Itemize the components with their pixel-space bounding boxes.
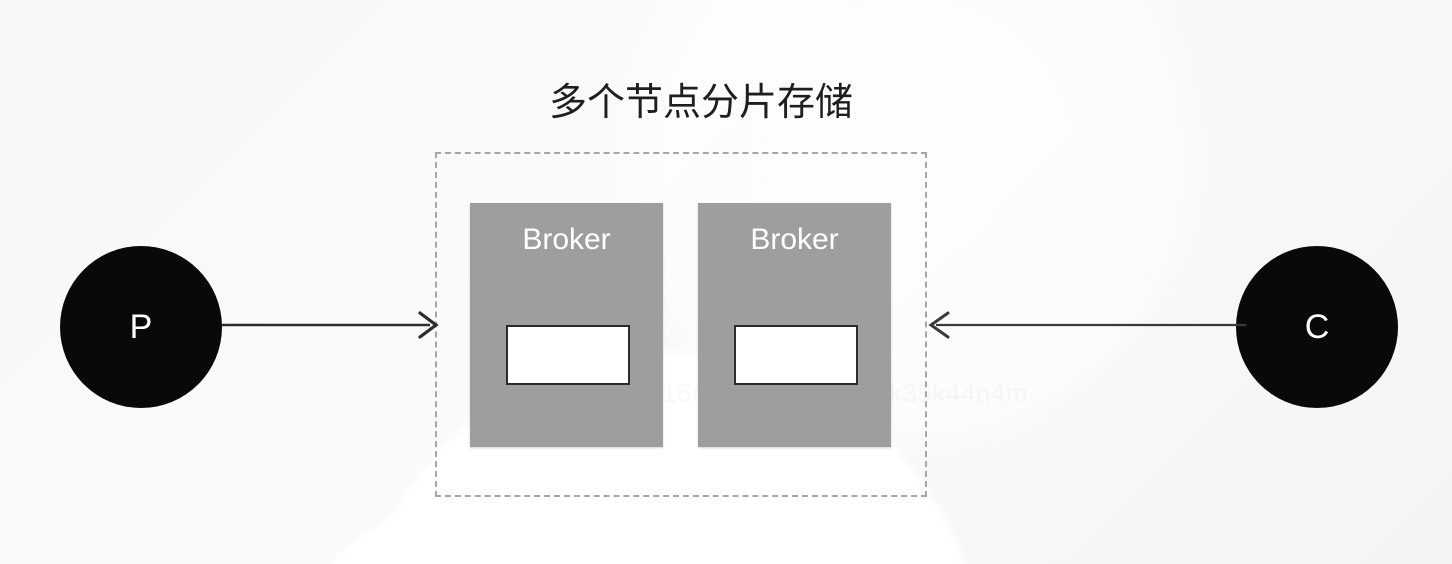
producer-node-label: P xyxy=(129,308,153,346)
broker-partition-1[interactable] xyxy=(506,325,630,385)
consumer-to-cluster-arrow xyxy=(928,311,1246,339)
broker-box-2[interactable]: Broker xyxy=(698,203,891,447)
broker-label-1: Broker xyxy=(522,223,611,256)
diagram-title: 多个节点分片存储 xyxy=(548,80,853,124)
consumer-node-label: C xyxy=(1304,308,1330,346)
producer-to-cluster-arrow xyxy=(222,311,439,339)
broker-partition-2[interactable] xyxy=(734,325,858,385)
broker-box-1[interactable]: Broker xyxy=(470,203,663,447)
consumer-node[interactable]: C xyxy=(1236,246,1398,408)
broker-label-2: Broker xyxy=(750,223,839,256)
producer-node[interactable]: P xyxy=(60,246,222,408)
